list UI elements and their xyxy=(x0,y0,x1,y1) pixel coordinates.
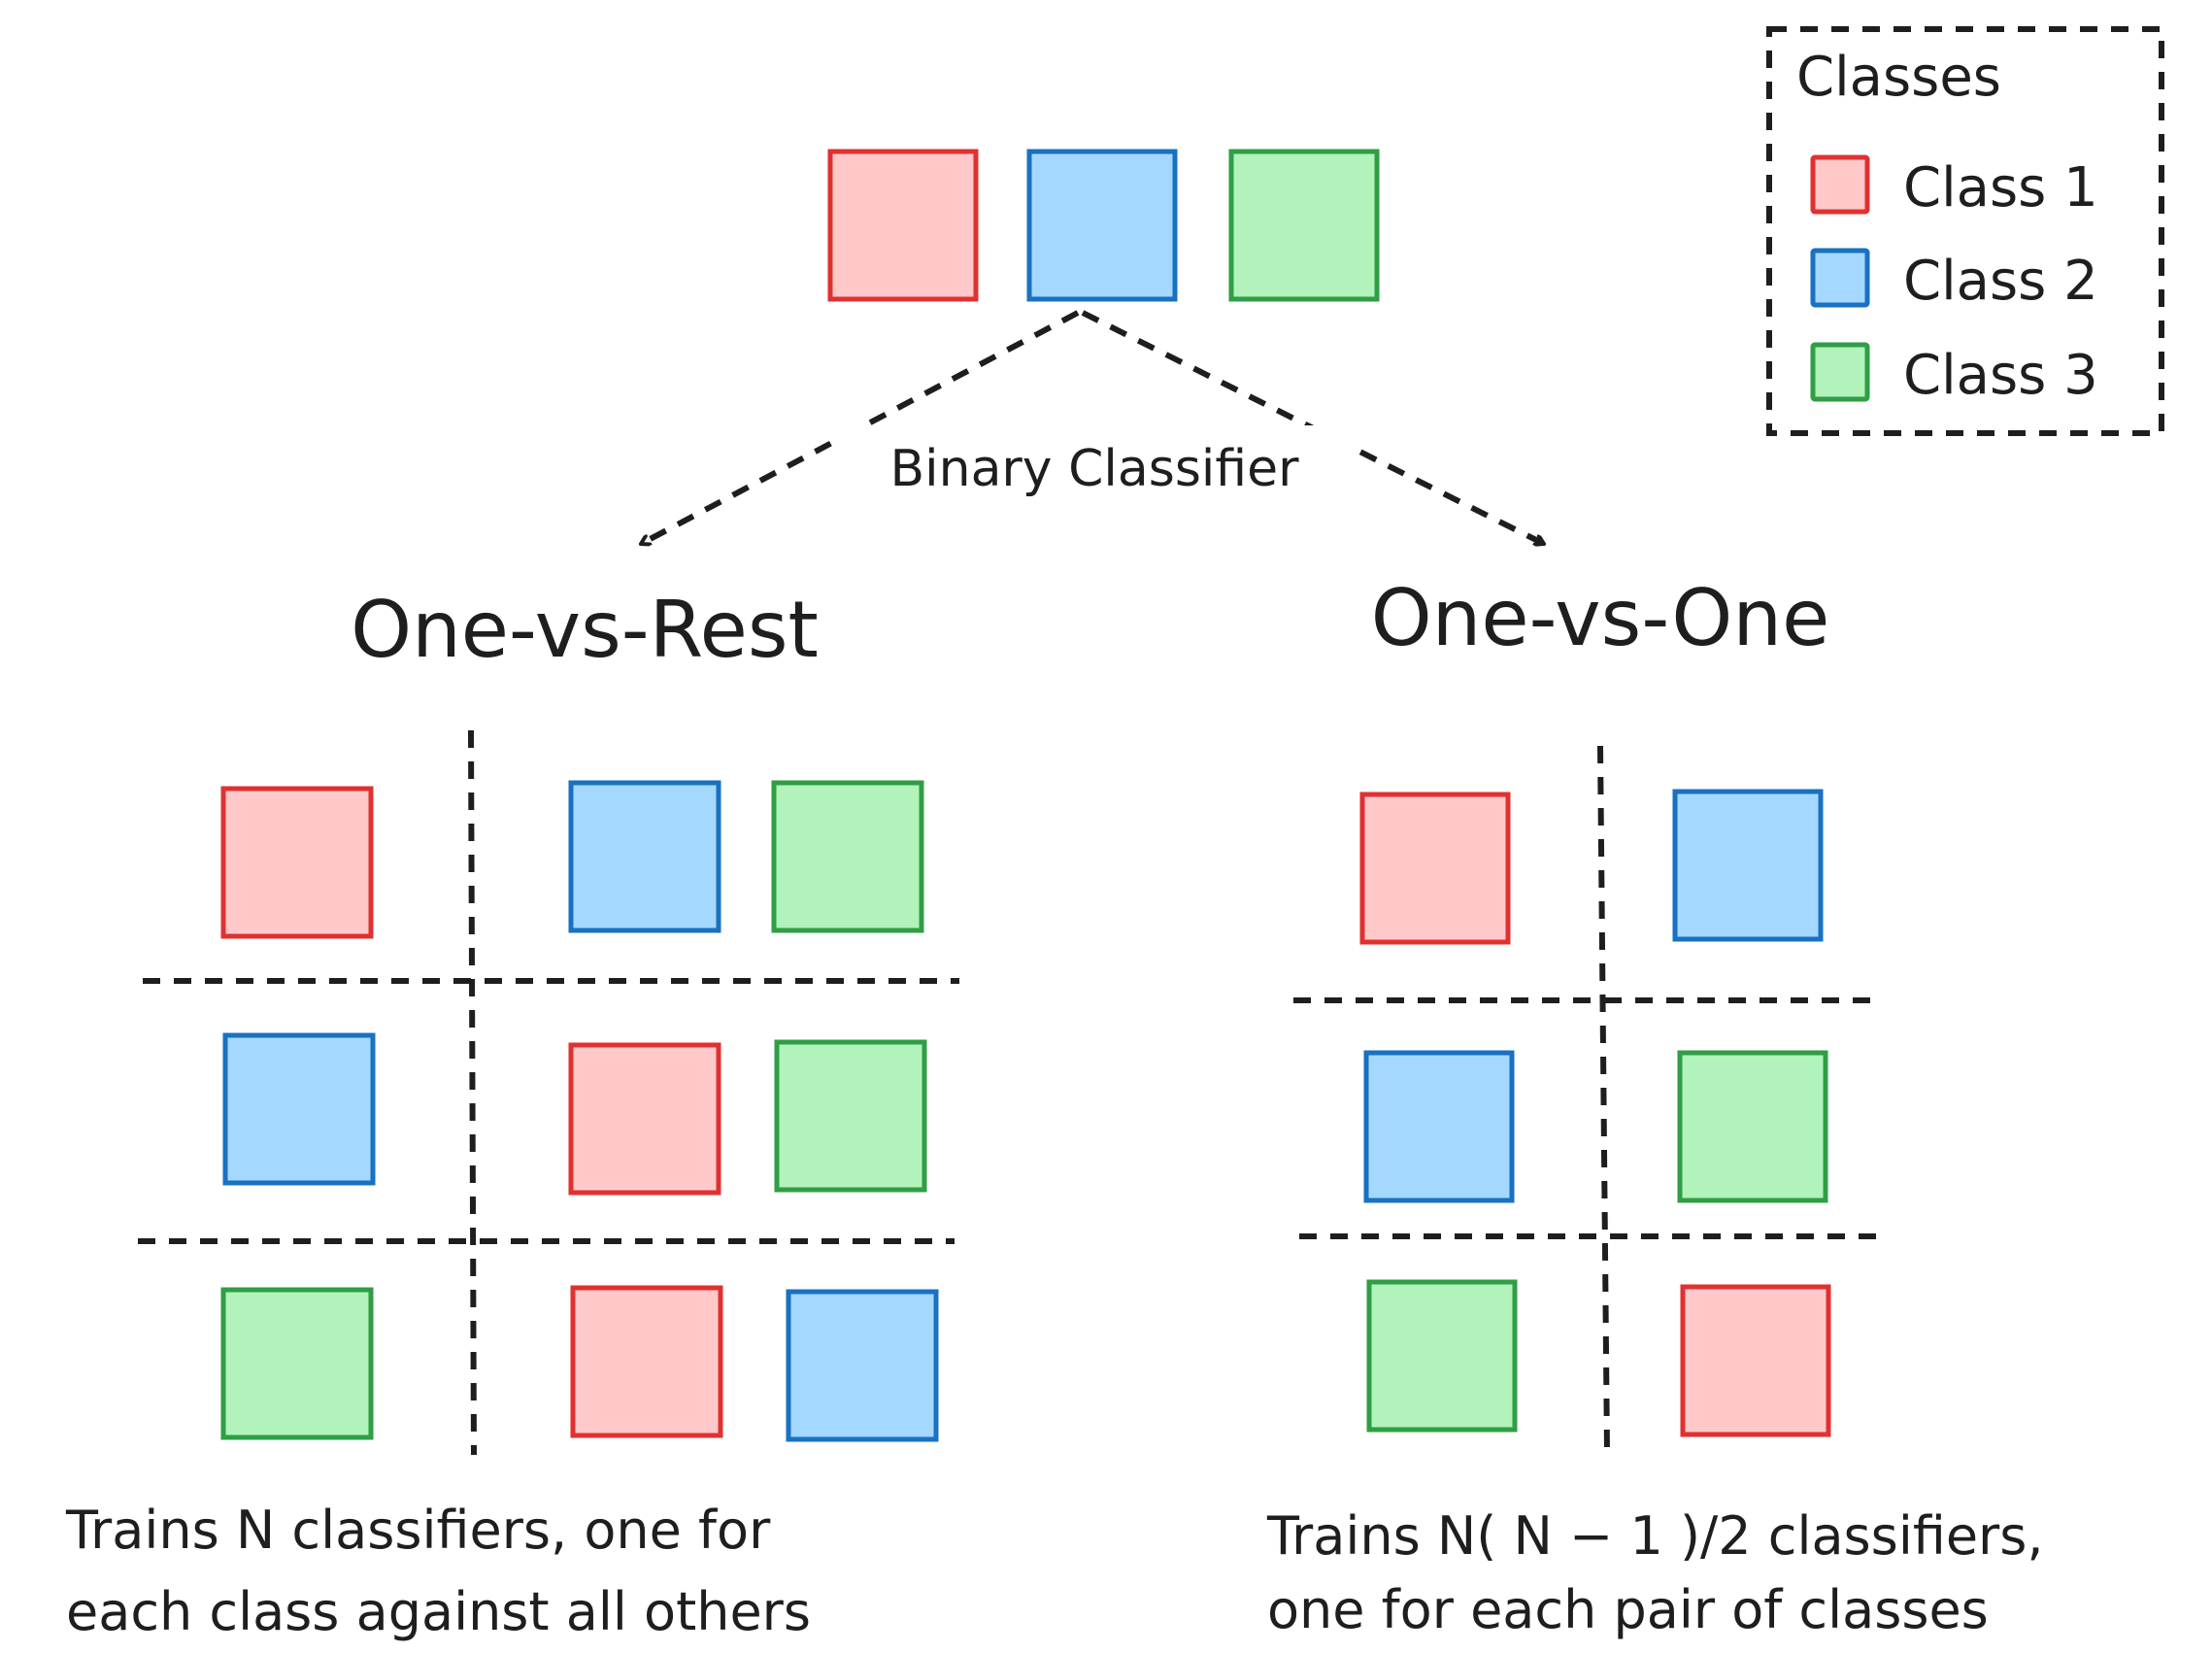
edge-label: Binary Classifier xyxy=(889,440,1299,498)
ovo-row2-a xyxy=(1363,1050,1515,1203)
ovo-grid xyxy=(1293,745,1890,1454)
ovo-vertical-divider xyxy=(1597,745,1610,1454)
ovo-caption-line-2: one for each pair of classes xyxy=(1267,1579,1989,1640)
root-square-class-1 xyxy=(827,149,979,302)
edge-label-backdrop xyxy=(837,425,1352,503)
root-square-class-3 xyxy=(1228,149,1380,302)
ovr-row1-rest-b xyxy=(771,780,924,933)
ovr-title: One-vs-Rest xyxy=(351,585,819,675)
ovo-row1-a xyxy=(1359,792,1511,945)
root-square-class-2 xyxy=(1026,149,1178,302)
ovr-row2-one xyxy=(222,1032,376,1186)
legend-label-class-1: Class 1 xyxy=(1903,156,2098,219)
ovr-row1-one xyxy=(220,786,374,939)
ovr-row3-rest-b xyxy=(786,1289,939,1442)
legend-swatch-class-2 xyxy=(1810,248,1870,308)
legend-frame xyxy=(1766,26,2164,436)
legend-swatch-class-1 xyxy=(1810,154,1870,215)
ovr-row3-rest-a xyxy=(570,1285,723,1438)
legend-swatch-class-3 xyxy=(1810,342,1870,402)
ovr-vertical-divider xyxy=(468,729,477,1456)
ovr-grid xyxy=(138,729,959,1456)
ovo-row2-b xyxy=(1677,1050,1828,1203)
ovo-row1-b xyxy=(1672,789,1824,942)
ovr-row1-rest-a xyxy=(568,780,721,933)
ovr-row3-one xyxy=(220,1287,374,1440)
ovr-row2-rest-b xyxy=(774,1039,927,1193)
ovo-row3-b xyxy=(1680,1284,1831,1437)
ovr-caption-line-1: Trains N classifiers, one for xyxy=(65,1500,771,1561)
ovo-title: One-vs-One xyxy=(1371,573,1830,663)
ovo-row3-a xyxy=(1366,1279,1518,1433)
legend-label-class-2: Class 2 xyxy=(1903,250,2098,313)
ovo-caption-line-1: Trains N( N − 1 )/2 classifiers, xyxy=(1266,1505,2044,1567)
arrow-to-one-vs-rest xyxy=(641,310,1080,547)
ovr-caption-line-2: each class against all others xyxy=(66,1581,811,1642)
root-classes xyxy=(827,149,1380,302)
legend-label-class-3: Class 3 xyxy=(1903,344,2098,407)
legend-title: Classes xyxy=(1796,46,2001,109)
legend: Classes Class 1 Class 2 Class 3 xyxy=(1766,26,2164,436)
ovr-row2-rest-a xyxy=(568,1042,721,1196)
